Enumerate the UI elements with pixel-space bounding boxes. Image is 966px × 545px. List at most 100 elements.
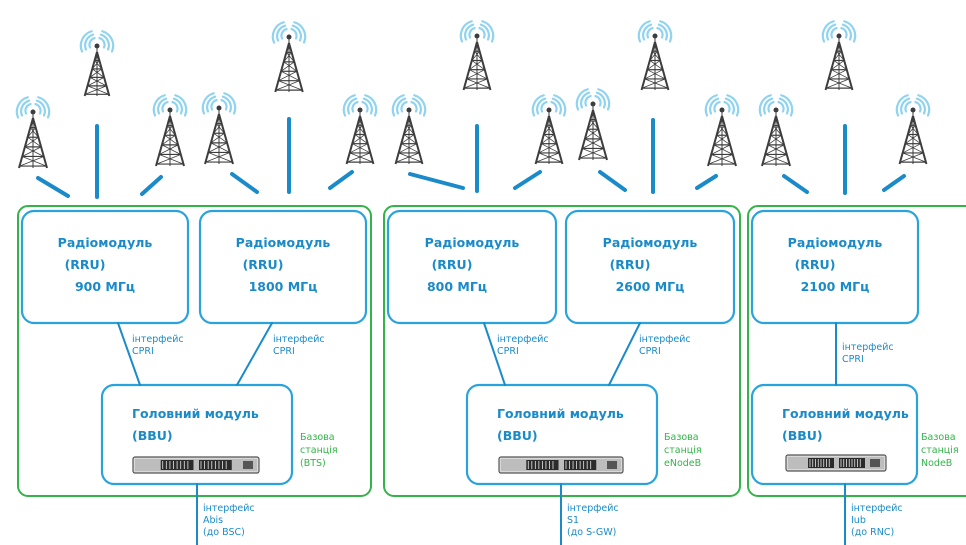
cpri-label-3: інтерфейс CPRI — [842, 342, 894, 366]
uplink-s1-line2: S1 — [567, 515, 580, 526]
rru-800-freq: 800 МГц — [426, 279, 488, 294]
cpri-label-2a-line1: інтерфейс — [497, 334, 549, 345]
cpri-label-2b-line2: CPRI — [639, 346, 661, 357]
antenna-feeder-13 — [782, 174, 809, 194]
rru-1800-sub: (RRU) — [242, 257, 284, 272]
rru-2600-box: Радіомодуль (RRU) 2600 МГц — [566, 232, 734, 298]
uplink-abis-line1: інтерфейс — [203, 503, 255, 514]
radio-tower-icon — [821, 20, 857, 91]
radio-tower-icon — [201, 92, 237, 165]
cpri-label-1b: інтерфейс CPRI — [273, 334, 325, 358]
uplink-iub-line3: (до RNC) — [851, 527, 895, 538]
uplink-label-iub: інтерфейс Iub (до RNC) — [851, 503, 903, 539]
bbu-2-text: Головний модуль (BBU) — [497, 403, 624, 447]
station-frame-bts — [17, 205, 372, 497]
rru-2100-title: Радіомодуль — [787, 235, 883, 250]
rru-2100-box: Радіомодуль (RRU) 2100 МГц — [752, 232, 918, 298]
station-label-enodeb-line2: станція — [664, 445, 702, 456]
rru-1800-box: Радіомодуль (RRU) 1800 МГц — [200, 232, 366, 298]
rru-900-sub: (RRU) — [64, 257, 106, 272]
cpri-link-1a — [117, 322, 141, 386]
radio-tower-icon — [531, 94, 567, 165]
cpri-link-2b — [608, 322, 641, 386]
bbu-2-sub: (BBU) — [497, 428, 538, 443]
rru-1800-frame — [198, 209, 368, 325]
bbu-3-frame — [750, 383, 919, 486]
station-label-enodeb-line3: eNodeB — [664, 458, 702, 469]
server-rack-icon — [785, 454, 887, 472]
bbu-3-text: Головний модуль (BBU) — [782, 403, 909, 447]
cpri-label-3-line1: інтерфейс — [842, 342, 894, 353]
cpri-link-1b — [236, 322, 273, 386]
station-label-bts-line3: (BTS) — [300, 458, 326, 469]
rru-800-frame — [386, 209, 558, 325]
uplink-label-s1: інтерфейс S1 (до S-GW) — [567, 503, 619, 539]
radio-tower-icon — [895, 94, 931, 165]
cpri-label-2b-line1: інтерфейс — [639, 334, 691, 345]
antenna-feeder-7 — [408, 172, 465, 190]
bbu-3-title: Головний модуль — [782, 406, 909, 421]
station-label-nodeb-line2: станція — [921, 445, 959, 456]
station-label-bts-line2: станція — [300, 445, 338, 456]
antenna-feeder-9 — [513, 170, 542, 190]
uplink-iub-line2: Iub — [851, 515, 866, 526]
station-label-nodeb-line1: Базова — [921, 432, 956, 443]
rru-800-title: Радіомодуль — [424, 235, 520, 250]
uplink-s1-line1: інтерфейс — [567, 503, 619, 514]
station-label-nodeb-line3: NodeB — [921, 458, 953, 469]
rru-2600-sub: (RRU) — [609, 257, 651, 272]
cpri-link-2a — [483, 322, 506, 386]
rru-900-box: Радіомодуль (RRU) 900 МГц — [22, 232, 188, 298]
uplink-abis-line3: (до BSC) — [203, 527, 245, 538]
radio-tower-icon — [637, 20, 673, 91]
bbu-3-sub: (BBU) — [782, 428, 823, 443]
cpri-label-3-line2: CPRI — [842, 354, 864, 365]
radio-tower-icon — [459, 20, 495, 91]
antenna-feeder-1 — [36, 176, 70, 198]
antenna-feeder-10 — [598, 170, 627, 192]
server-rack-icon — [498, 456, 624, 474]
station-label-enodeb-line1: Базова — [664, 432, 699, 443]
station-label-bts: Базова станція (BTS) — [300, 431, 338, 470]
station-label-enodeb: Базова станція eNodeB — [664, 431, 702, 470]
cpri-label-1a: інтерфейс CPRI — [132, 334, 184, 358]
bbu-2-title: Головний модуль — [497, 406, 624, 421]
rru-900-freq: 900 МГц — [74, 279, 136, 294]
cpri-label-1b-line2: CPRI — [273, 346, 295, 357]
rru-1800-title: Радіомодуль — [235, 235, 331, 250]
radio-tower-icon — [391, 94, 427, 165]
radio-tower-icon — [15, 96, 51, 169]
radio-tower-icon — [152, 94, 188, 167]
station-label-bts-line1: Базова — [300, 432, 335, 443]
uplink-iub-line1: інтерфейс — [851, 503, 903, 514]
cpri-label-1a-line2: CPRI — [132, 346, 154, 357]
antenna-feeder-15 — [882, 174, 906, 192]
cpri-label-1b-line1: інтерфейс — [273, 334, 325, 345]
radio-tower-icon — [758, 94, 794, 167]
bbu-1-title: Головний модуль — [132, 406, 259, 421]
rru-2100-freq: 2100 МГц — [800, 279, 870, 294]
rru-800-box: Радіомодуль (RRU) 800 МГц — [388, 232, 556, 298]
server-rack-icon — [132, 456, 260, 474]
rru-2600-freq: 2600 МГц — [615, 279, 685, 294]
radio-tower-icon — [704, 94, 740, 167]
station-frame-nodeb — [747, 205, 966, 497]
rru-2600-title: Радіомодуль — [602, 235, 698, 250]
radio-tower-icon — [342, 94, 378, 165]
radio-tower-icon — [79, 30, 115, 97]
rru-900-frame — [20, 209, 190, 325]
uplink-abis-line2: Abis — [203, 515, 224, 526]
antenna-feeder-6 — [328, 170, 354, 190]
rru-900-title: Радіомодуль — [57, 235, 153, 250]
antenna-feeder-4 — [230, 172, 259, 194]
rru-2600-frame — [564, 209, 736, 325]
uplink-label-abis: інтерфейс Abis (до BSC) — [203, 503, 255, 539]
uplink-s1-line3: (до S-GW) — [567, 527, 617, 538]
cpri-label-2a: інтерфейс CPRI — [497, 334, 549, 358]
bbu-1-text: Головний модуль (BBU) — [132, 403, 259, 447]
cpri-label-1a-line1: інтерфейс — [132, 334, 184, 345]
cpri-label-2b: інтерфейс CPRI — [639, 334, 691, 358]
cpri-label-2a-line2: CPRI — [497, 346, 519, 357]
